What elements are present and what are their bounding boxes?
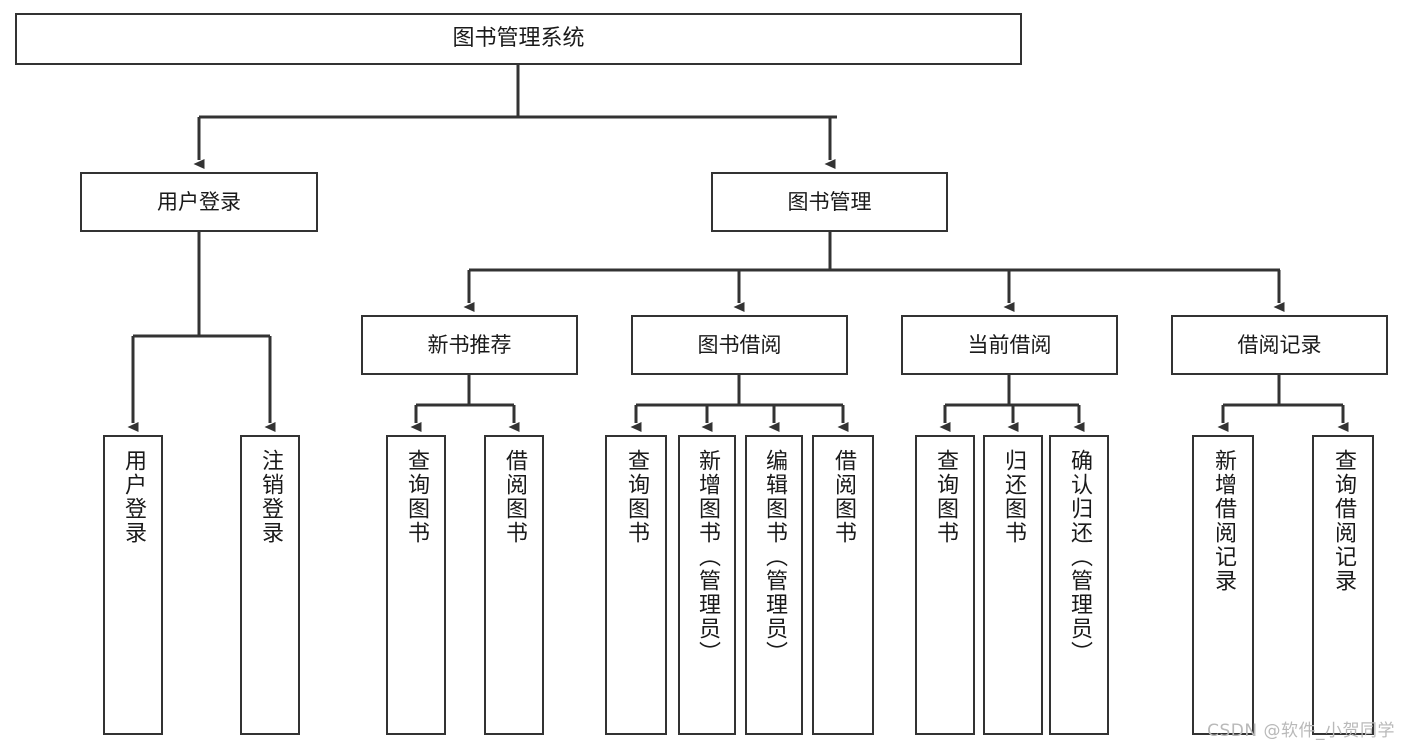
- node-borrow-record-label: 借阅记录: [1237, 332, 1322, 357]
- node-leaf-user-logout-label: 注销登录: [258, 449, 283, 545]
- node-leaf-cur-confirm-return-label: 确认归还（管理员）: [1067, 449, 1092, 665]
- node-leaf-borrow-borrow-book-label: 借阅图书: [831, 449, 856, 545]
- node-leaf-rec-query-book[interactable]: 查询图书: [386, 435, 446, 735]
- node-leaf-cur-return-book[interactable]: 归还图书: [983, 435, 1043, 735]
- node-leaf-cur-confirm-return[interactable]: 确认归还（管理员）: [1049, 435, 1109, 735]
- node-leaf-user-login[interactable]: 用户登录: [103, 435, 163, 735]
- node-leaf-cur-query-book-label: 查询图书: [933, 449, 958, 545]
- node-leaf-rec-borrow-book-label: 借阅图书: [502, 449, 527, 545]
- node-leaf-borrow-query-book[interactable]: 查询图书: [605, 435, 667, 735]
- node-leaf-borrow-add-book-label: 新增图书（管理员）: [695, 449, 720, 665]
- node-leaf-rec-query-record[interactable]: 查询借阅记录: [1312, 435, 1374, 735]
- node-leaf-rec-add-record-label: 新增借阅记录: [1211, 449, 1236, 593]
- node-current-borrow-label: 当前借阅: [967, 332, 1052, 357]
- node-root[interactable]: 图书管理系统: [15, 13, 1022, 65]
- node-leaf-borrow-add-book[interactable]: 新增图书（管理员）: [678, 435, 736, 735]
- node-leaf-rec-query-record-label: 查询借阅记录: [1331, 449, 1356, 593]
- csdn-watermark: CSDN @软件_小贺同学: [1207, 721, 1395, 741]
- node-leaf-rec-query-book-label: 查询图书: [404, 449, 429, 545]
- node-user-login[interactable]: 用户登录: [80, 172, 318, 232]
- node-leaf-borrow-edit-book[interactable]: 编辑图书（管理员）: [745, 435, 803, 735]
- node-leaf-borrow-borrow-book[interactable]: 借阅图书: [812, 435, 874, 735]
- node-leaf-cur-return-book-label: 归还图书: [1001, 449, 1026, 545]
- node-leaf-rec-borrow-book[interactable]: 借阅图书: [484, 435, 544, 735]
- node-new-book-rec[interactable]: 新书推荐: [361, 315, 578, 375]
- node-leaf-user-logout[interactable]: 注销登录: [240, 435, 300, 735]
- node-root-label: 图书管理系统: [452, 26, 585, 52]
- node-borrow-record[interactable]: 借阅记录: [1171, 315, 1388, 375]
- node-book-borrow[interactable]: 图书借阅: [631, 315, 848, 375]
- node-leaf-borrow-edit-book-label: 编辑图书（管理员）: [762, 449, 787, 665]
- node-current-borrow[interactable]: 当前借阅: [901, 315, 1118, 375]
- node-leaf-cur-query-book[interactable]: 查询图书: [915, 435, 975, 735]
- node-leaf-borrow-query-book-label: 查询图书: [624, 449, 649, 545]
- node-book-manage-label: 图书管理: [787, 189, 872, 214]
- node-leaf-rec-add-record[interactable]: 新增借阅记录: [1192, 435, 1254, 735]
- node-user-login-label: 用户登录: [157, 189, 241, 214]
- node-book-manage[interactable]: 图书管理: [711, 172, 948, 232]
- node-book-borrow-label: 图书借阅: [697, 332, 782, 357]
- node-leaf-user-login-label: 用户登录: [121, 449, 146, 545]
- node-new-book-rec-label: 新书推荐: [427, 332, 512, 357]
